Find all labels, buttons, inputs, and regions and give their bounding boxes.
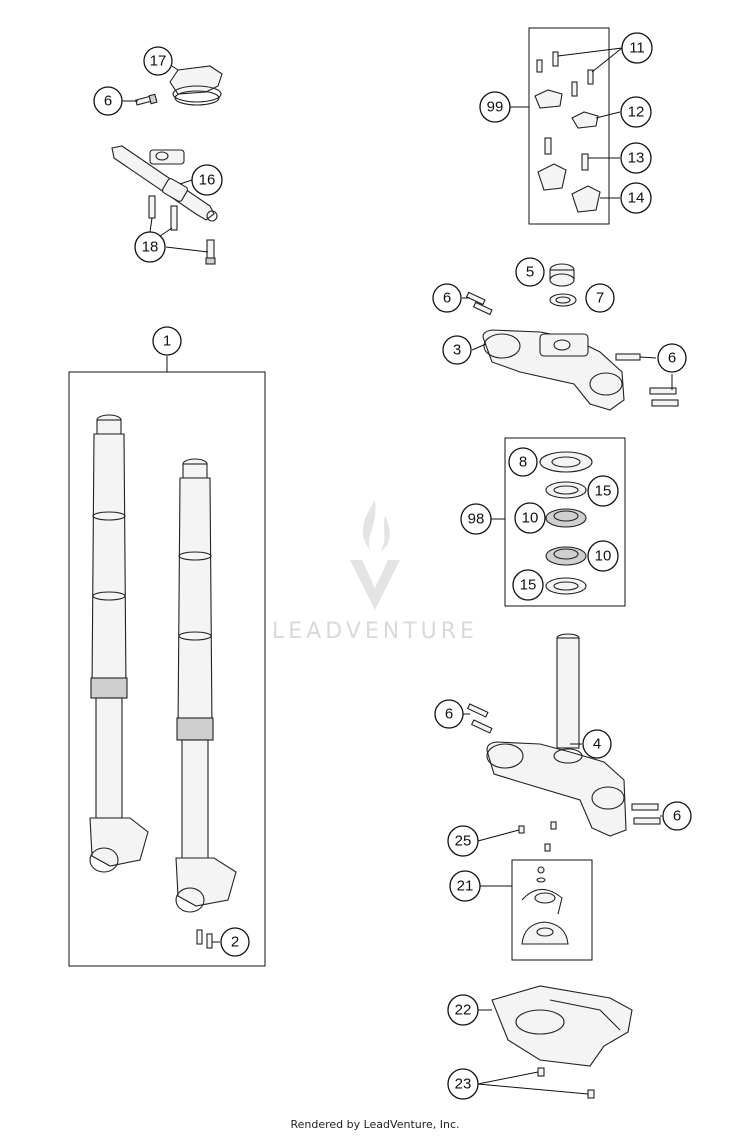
svg-text:4: 4	[593, 736, 601, 753]
svg-text:21: 21	[457, 878, 474, 895]
bearing-part-10b	[545, 546, 587, 566]
callout-12: 12	[620, 96, 652, 128]
bolt-part-6a	[135, 93, 158, 106]
svg-text:15: 15	[520, 577, 537, 594]
svg-text:18: 18	[142, 239, 159, 256]
svg-text:12: 12	[628, 104, 645, 121]
bearing-part-10a	[545, 508, 587, 528]
svg-text:10: 10	[522, 510, 539, 527]
watermark: LEADVENTURE	[272, 500, 478, 644]
svg-text:10: 10	[595, 548, 612, 565]
callout-22: 22	[447, 994, 479, 1026]
svg-text:2: 2	[231, 934, 239, 951]
dust-seal-part-8	[539, 451, 593, 473]
svg-text:22: 22	[455, 1002, 472, 1019]
bolts-part-6b	[465, 291, 493, 316]
watermark-text: LEADVENTURE	[272, 619, 478, 644]
svg-text:6: 6	[443, 290, 451, 307]
callout-6: 6	[657, 343, 687, 373]
svg-text:25: 25	[455, 833, 472, 850]
callout-8: 8	[508, 447, 538, 477]
leader-lines	[122, 47, 673, 1095]
svg-text:17: 17	[150, 53, 167, 70]
clamp-part-12	[571, 111, 599, 129]
callout-3: 3	[442, 335, 472, 365]
svg-text:5: 5	[526, 264, 534, 281]
callout-13: 13	[620, 142, 652, 174]
svg-text:23: 23	[455, 1076, 472, 1093]
svg-text:15: 15	[595, 483, 612, 500]
callout-15: 15	[512, 569, 544, 601]
callout-10: 10	[587, 540, 619, 572]
svg-text:6: 6	[668, 350, 676, 367]
group-box-98	[504, 437, 626, 607]
svg-text:6: 6	[673, 808, 681, 825]
clamp-part-17	[169, 65, 223, 106]
bolts-part-6e	[631, 803, 661, 825]
svg-text:11: 11	[629, 40, 645, 57]
cover-plate-part-22	[491, 985, 633, 1067]
upper-triple-clamp-part-3	[482, 329, 625, 411]
seal-ring-part-15b	[545, 577, 587, 595]
callout-17: 17	[143, 46, 173, 76]
bolts-part-6d	[466, 703, 493, 734]
svg-text:16: 16	[199, 172, 216, 189]
callout-23: 23	[447, 1068, 479, 1100]
lower-triple-clamp-part-4	[486, 633, 627, 837]
svg-text:13: 13	[628, 150, 645, 167]
fork-leg-right-part	[175, 458, 237, 913]
clamp-bolts-part-11	[536, 51, 594, 97]
svg-text:7: 7	[596, 290, 604, 307]
svg-text:1: 1	[163, 333, 171, 350]
callout-16: 16	[191, 164, 223, 196]
callout-4: 4	[582, 729, 612, 759]
screws-part-25	[518, 821, 557, 852]
callout-25: 25	[447, 825, 479, 857]
seal-ring-part-15a	[545, 481, 587, 499]
clamp-bolts-part-13	[544, 137, 589, 171]
callout-14: 14	[620, 182, 652, 214]
callout-6: 6	[432, 283, 462, 313]
nut-part-5	[549, 263, 575, 287]
callout-1: 1	[152, 326, 182, 356]
callout-6: 6	[434, 699, 464, 729]
callout-98: 98	[460, 503, 492, 535]
steering-damper-part-16	[111, 145, 218, 222]
svg-text:6: 6	[445, 706, 453, 723]
svg-text:6: 6	[104, 93, 112, 110]
svg-text:3: 3	[453, 342, 461, 359]
watermark-flame-icon	[362, 500, 390, 552]
callout-99: 99	[479, 91, 511, 123]
callout-5: 5	[515, 257, 545, 287]
svg-text:98: 98	[468, 511, 485, 528]
callout-18: 18	[134, 231, 166, 263]
callout-11: 11	[621, 32, 653, 64]
callout-10: 10	[514, 502, 546, 534]
group-box-99	[528, 27, 610, 225]
bolts-part-6c	[615, 353, 679, 407]
watermark-v-icon	[350, 560, 400, 610]
cover-part-21	[521, 866, 569, 945]
callout-7: 7	[585, 283, 615, 313]
clamp-part-14	[537, 163, 601, 213]
callout-6: 6	[662, 801, 692, 831]
group-box-21	[511, 859, 593, 961]
svg-text:14: 14	[628, 190, 645, 207]
fork-leg-left-part	[89, 414, 149, 873]
callout-6: 6	[93, 86, 123, 116]
callout-21: 21	[449, 870, 481, 902]
washer-part-7	[549, 293, 577, 307]
svg-text:99: 99	[487, 99, 504, 116]
bolts-part-2	[196, 929, 213, 949]
callout-2: 2	[220, 927, 250, 957]
clamp-part-99a	[534, 89, 563, 109]
callout-15: 15	[587, 475, 619, 507]
footer-credit: Rendered by LeadVenture, Inc.	[290, 1118, 460, 1131]
svg-text:8: 8	[519, 454, 527, 471]
